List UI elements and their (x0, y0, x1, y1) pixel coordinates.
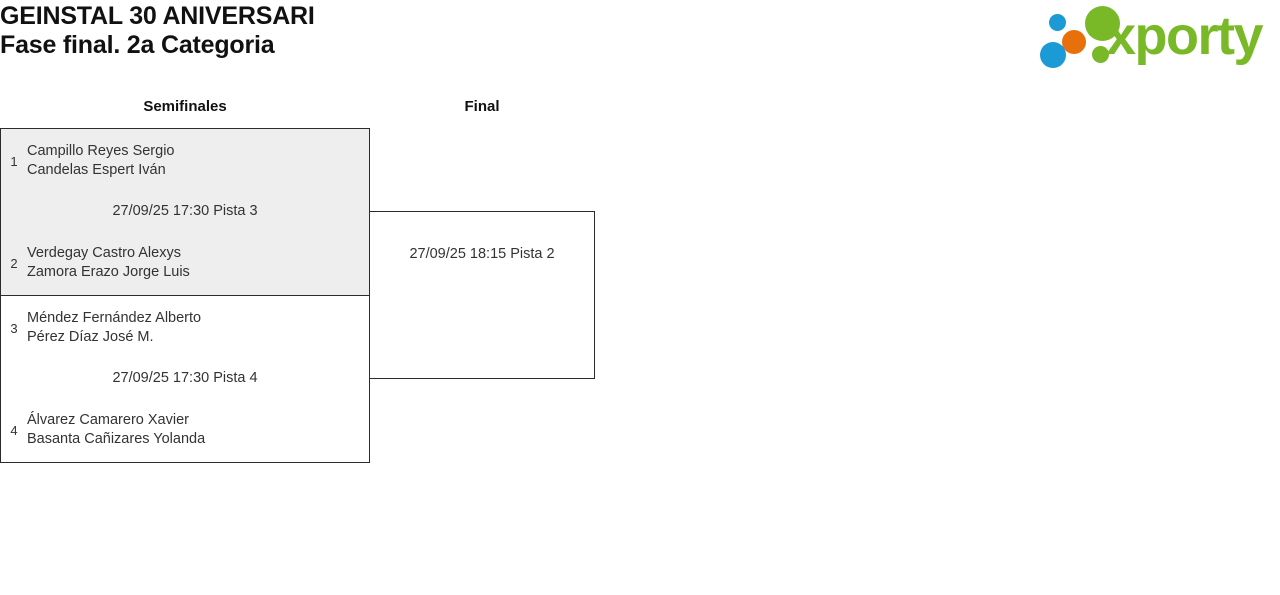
match-schedule: 27/09/25 17:30 Pista 3 (112, 203, 258, 219)
tournament-phase: Fase final. 2a Categoria (0, 31, 275, 59)
team-seed: 3 (10, 320, 18, 336)
logo-dot-green-large-icon (1085, 6, 1120, 41)
page-header: GEINSTAL 30 ANIVERSARI Fase final. 2a Ca… (0, 0, 1280, 80)
team-players: Méndez Fernández Alberto Pérez Díaz José… (27, 309, 369, 348)
tournament-title: GEINSTAL 30 ANIVERSARI Fase final. 2a Ca… (0, 2, 315, 60)
logo-dot-blue-small-icon (1049, 14, 1066, 31)
round-header-semifinales: Semifinales (143, 98, 227, 115)
team-players: Álvarez Camarero Xavier Basanta Cañizare… (27, 411, 369, 450)
tournament-name: GEINSTAL 30 ANIVERSARI (0, 2, 315, 30)
match-schedule: 27/09/25 17:30 Pista 4 (112, 370, 258, 386)
match-team-row[interactable]: 1 Campillo Reyes Sergio Candelas Espert … (1, 139, 369, 183)
match-team-row[interactable]: 3 Méndez Fernández Alberto Pérez Díaz Jo… (1, 306, 369, 350)
match-team-row[interactable]: 2 Verdegay Castro Alexys Zamora Erazo Jo… (1, 241, 369, 285)
team-seed: 1 (10, 153, 18, 169)
round-header-final: Final (464, 98, 500, 115)
player-name: Pérez Díaz José M. (27, 329, 154, 345)
player-name: Verdegay Castro Alexys (27, 244, 181, 261)
match-schedule: 27/09/25 18:15 Pista 2 (409, 246, 555, 262)
logo-wordmark: xporty (1106, 6, 1264, 66)
player-name: Basanta Cañizares Yolanda (27, 431, 206, 447)
team-players: Campillo Reyes Sergio Candelas Espert Iv… (27, 142, 369, 181)
team-seed: 4 (10, 422, 18, 438)
player-name: Zamora Erazo Jorge Luis (27, 264, 190, 280)
match-final[interactable]: 27/09/25 18:15 Pista 2 (369, 211, 595, 379)
match-team-row[interactable]: 4 Álvarez Camarero Xavier Basanta Cañiza… (1, 408, 369, 452)
team-players: Verdegay Castro Alexys Zamora Erazo Jorg… (27, 244, 369, 283)
logo-dot-orange-icon (1062, 30, 1086, 54)
logo-dot-blue-large-icon (1040, 42, 1066, 68)
match-semifinal-1[interactable]: 1 Campillo Reyes Sergio Candelas Espert … (0, 128, 370, 296)
logo-dots-icon (1040, 4, 1120, 68)
team-seed: 2 (10, 255, 18, 271)
player-name: Campillo Reyes Sergio (27, 142, 175, 159)
player-name: Álvarez Camarero Xavier (27, 411, 189, 428)
logo-dot-green-small-icon (1092, 46, 1109, 63)
player-name: Candelas Espert Iván (27, 162, 166, 178)
xporty-logo[interactable]: xporty (1040, 4, 1272, 70)
match-semifinal-2[interactable]: 3 Méndez Fernández Alberto Pérez Díaz Jo… (0, 295, 370, 463)
player-name: Méndez Fernández Alberto (27, 309, 202, 326)
